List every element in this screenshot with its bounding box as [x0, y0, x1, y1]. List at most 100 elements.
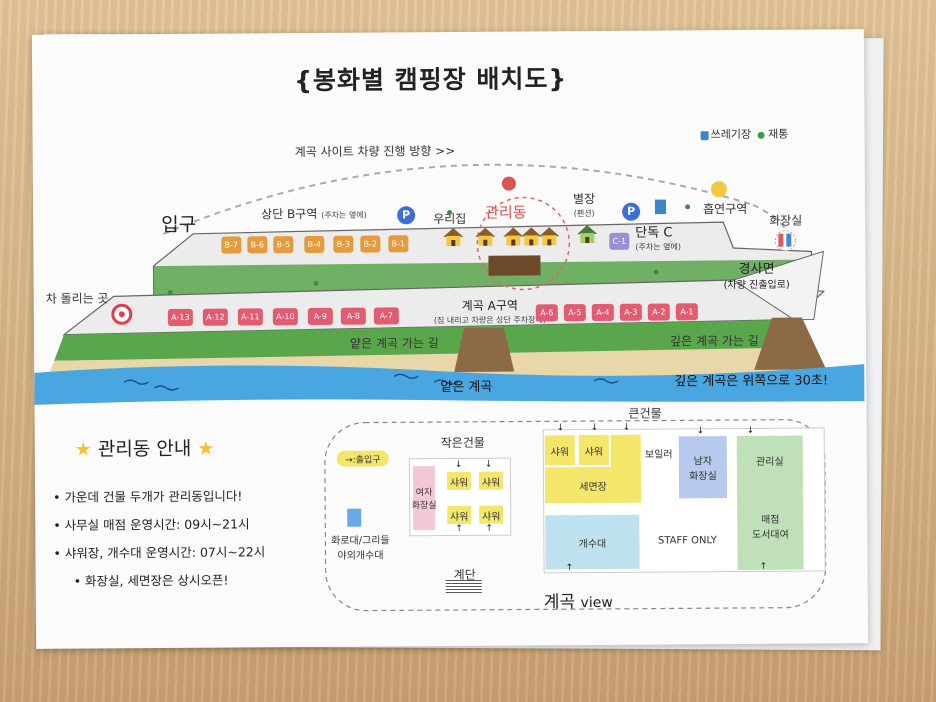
sink-room: 개수대	[545, 514, 640, 570]
tree-marker	[167, 289, 173, 295]
site-a2[interactable]: A-2	[647, 303, 670, 321]
entry-arrow: ↑	[759, 561, 768, 572]
women-restroom: 여자 화장실	[412, 466, 437, 531]
site-c1[interactable]: C-1	[609, 232, 630, 250]
entrance-label: 입구	[161, 213, 197, 237]
tree-marker	[447, 209, 453, 216]
shower: 샤워	[578, 434, 609, 466]
house-icon	[443, 227, 464, 247]
star-icon: ★	[74, 438, 92, 461]
restroom-label: 화장실	[769, 213, 803, 228]
small-building-label: 작은건물	[440, 435, 485, 451]
smoking-area-label: 흡연구역	[703, 201, 748, 217]
turnaround-label: 차 돌리는 곳	[45, 291, 109, 306]
entry-arrow: ↑	[565, 563, 574, 574]
outdoor-sink-marker	[347, 508, 362, 527]
entry-arrow: ↓	[696, 426, 705, 437]
tree-marker	[685, 204, 691, 210]
site-b5[interactable]: B-5	[273, 236, 294, 254]
site-a3[interactable]: A-3	[619, 303, 642, 321]
guide-item: • 화장실, 세면장은 상시오픈!	[73, 572, 229, 589]
slope-label: 경사면(차량 진출입로)	[723, 261, 790, 292]
guide-item: • 가운데 건물 두개가 관리동입니다!	[53, 488, 243, 505]
tree-marker	[313, 280, 319, 286]
site-a7[interactable]: A-7	[373, 307, 399, 325]
trash-icon: ▇	[655, 198, 666, 215]
house-icon	[475, 227, 496, 246]
house-icon	[539, 227, 560, 246]
shower: 샤워	[478, 471, 504, 490]
upper-zone-label: 상단 B구역 (주차는 옆에)	[261, 206, 367, 222]
site-b3[interactable]: B-3	[333, 235, 354, 253]
stairs-icon	[445, 579, 482, 595]
shower: 샤워	[446, 471, 472, 491]
office-dashed-circle	[476, 196, 571, 291]
site-b2[interactable]: B-2	[360, 235, 381, 253]
site-a12[interactable]: A-12	[202, 308, 228, 326]
site-a1[interactable]: A-1	[675, 303, 698, 321]
house-icon	[577, 224, 598, 244]
entry-arrow: ↑	[455, 523, 463, 534]
buildings-dashed-frame	[324, 419, 827, 612]
campsite-map-sheet: {봉화별 캠핑장 배치도} 쓰레기장 재통	[31, 29, 869, 649]
guide-item: • 사무실 매점 운영시간: 09시~21시	[53, 516, 250, 533]
path-shallow	[454, 327, 515, 372]
upper-grass-strip	[153, 259, 812, 300]
entry-arrow: ↓	[556, 423, 565, 434]
road-dashed-path	[162, 163, 754, 235]
entry-legend: →:출입구	[336, 450, 389, 467]
site-b1[interactable]: B-1	[388, 235, 409, 253]
road-direction-label: 계곡 사이트 차량 진행 방향 >>	[294, 143, 456, 160]
path-deep	[754, 317, 827, 370]
slope-road	[732, 250, 825, 321]
site-b7[interactable]: B-7	[221, 236, 242, 254]
parking-icon: P	[397, 206, 416, 225]
washroom: 세면장	[544, 466, 642, 504]
smoking-area-marker	[710, 181, 727, 198]
lower-grass-strip	[54, 319, 795, 361]
big-building-label: 큰건물	[628, 406, 662, 421]
site-b4[interactable]: B-4	[304, 235, 325, 254]
boiler: 보일러	[644, 448, 673, 461]
entry-arrow: ↓	[484, 459, 493, 470]
washroom-extension	[610, 434, 641, 471]
site-a9[interactable]: A-9	[307, 307, 333, 325]
shower: 샤워	[544, 435, 575, 466]
entry-arrow: ↓	[454, 459, 463, 470]
staff-only-room: STAFF ONLY	[657, 534, 717, 547]
entry-arrow: ↓	[590, 422, 599, 434]
stream	[34, 364, 865, 405]
entry-arrow: ↑	[485, 523, 493, 534]
shallow-path-label: 얕은 계곡 가는 길	[349, 336, 439, 351]
bbq-outdoor-sink-label: 화로대/그리들 야외개수대	[331, 535, 390, 562]
site-a4[interactable]: A-4	[591, 303, 614, 322]
tree-marker	[653, 269, 659, 275]
office-room: 관리실	[756, 456, 784, 468]
men-restroom: 남자 화장실	[678, 436, 728, 499]
deep-path-label: 깊은 계곡 가는 길	[669, 333, 759, 349]
shallow-stream-label: 얕은 계곡	[440, 379, 493, 396]
star-icon: ★	[197, 437, 215, 460]
stairs-block	[488, 255, 541, 276]
guide-title: ★ 관리동 안내 ★	[74, 437, 215, 461]
stream-view-label: 계곡 view	[543, 592, 613, 613]
entry-arrow: ↓	[622, 422, 631, 433]
site-b6[interactable]: B-6	[247, 236, 268, 254]
site-a6[interactable]: A-6	[535, 304, 558, 322]
site-a5[interactable]: A-5	[563, 304, 586, 322]
site-a13[interactable]: A-13	[167, 308, 193, 326]
site-a11[interactable]: A-11	[237, 308, 263, 326]
parking-icon: P	[622, 202, 641, 221]
site-a10[interactable]: A-10	[272, 308, 298, 326]
store-room: 매점 도서대여	[751, 514, 789, 541]
guide-item: • 샤워장, 개수대 운영시간: 07시~22시	[53, 544, 266, 561]
restroom-marker	[774, 230, 796, 252]
zone-c-label: 단독 C(주차는 옆에)	[635, 225, 681, 252]
annex-label: 별장(펜션)	[572, 191, 596, 219]
site-a8[interactable]: A-8	[340, 307, 366, 325]
lower-zone-label: 계곡 A구역(짐 내리고 차량은 상단 주차장에)	[433, 298, 546, 326]
water-waves	[123, 373, 619, 391]
entry-arrow: ↓	[746, 425, 755, 436]
shower: 샤워	[479, 505, 504, 524]
office-info-marker	[501, 176, 516, 191]
